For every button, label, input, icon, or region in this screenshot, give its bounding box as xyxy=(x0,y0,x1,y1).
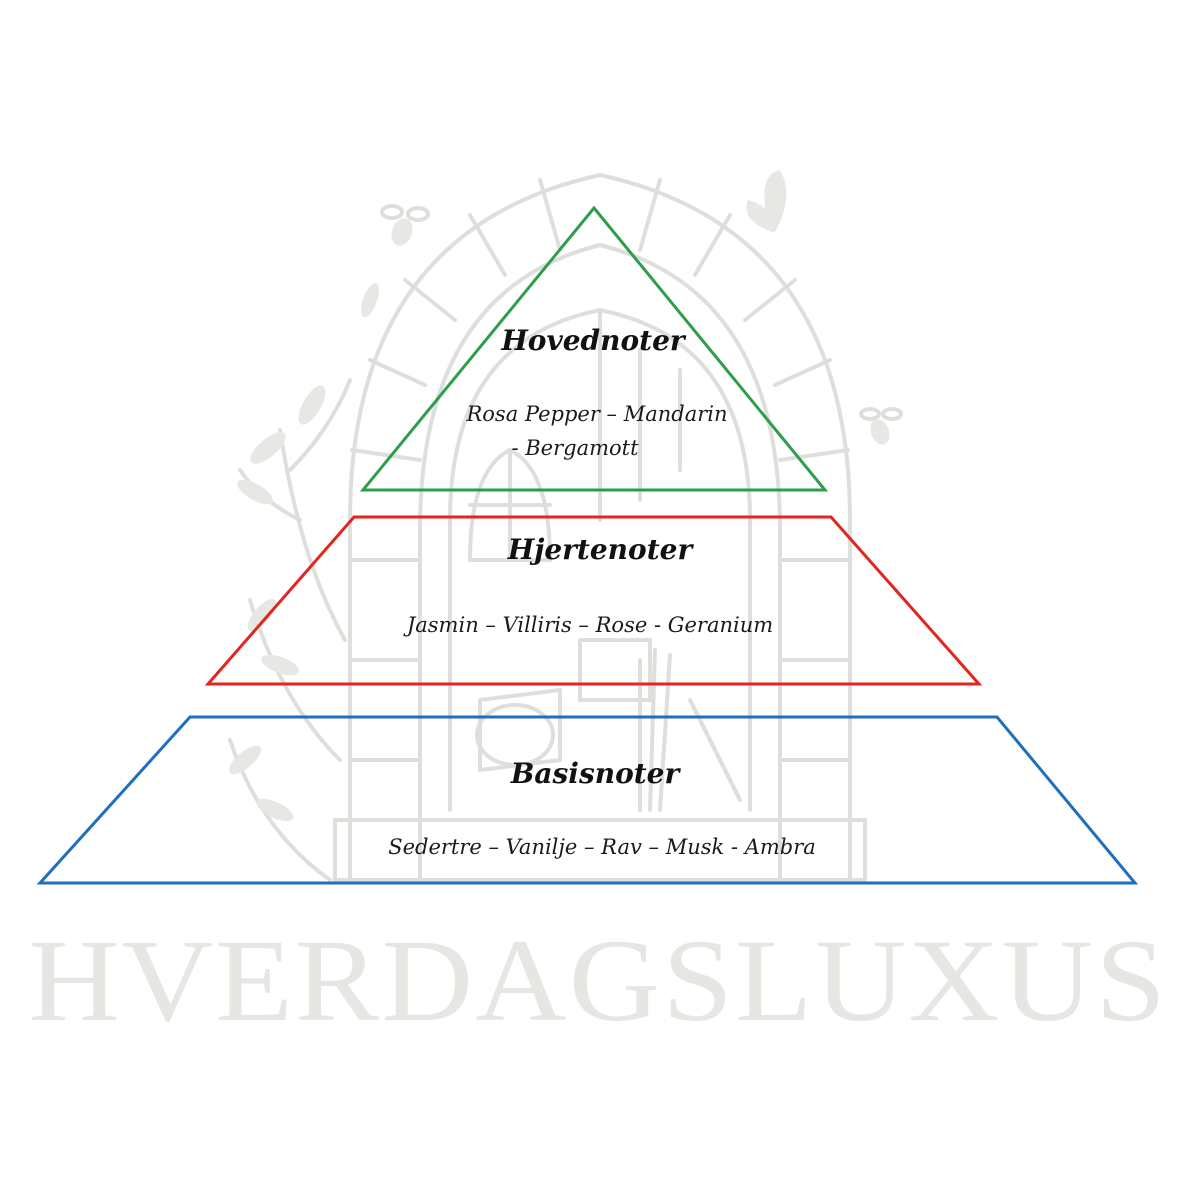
tier-heart-notes: Jasmin – Villiris – Rose - Geranium xyxy=(403,613,773,637)
stone-arch-watermark xyxy=(228,170,903,882)
tier-base: Basisnoter Sedertre – Vanilje – Rav – Mu… xyxy=(36,715,1139,885)
tier-heart: Hjertenoter Jasmin – Villiris – Rose - G… xyxy=(204,515,983,686)
butterfly-icon xyxy=(746,170,787,232)
tier-heart-title: Hjertenoter xyxy=(507,533,695,566)
tier-base-outline xyxy=(36,715,1139,885)
arch-stones xyxy=(333,173,867,882)
tier-top: Hovednoter Rosa Pepper – Mandarin - Berg… xyxy=(359,205,829,492)
leafy-branch-icon xyxy=(228,282,380,882)
bee-icon xyxy=(380,204,430,246)
tier-base-notes: Sedertre – Vanilje – Rav – Musk - Ambra xyxy=(388,835,816,859)
tier-top-notes-line2: - Bergamott xyxy=(511,436,639,460)
tier-base-title: Basisnoter xyxy=(510,757,682,790)
brand-wordmark: HVERDAGSLUXUS xyxy=(28,915,1168,1046)
tier-top-notes-line1: Rosa Pepper – Mandarin xyxy=(465,402,727,426)
tier-heart-outline xyxy=(204,515,983,686)
tier-top-title: Hovednoter xyxy=(500,324,687,357)
bee-icon xyxy=(859,407,903,445)
tier-top-outline xyxy=(359,205,829,492)
doorway-interior xyxy=(448,308,752,812)
